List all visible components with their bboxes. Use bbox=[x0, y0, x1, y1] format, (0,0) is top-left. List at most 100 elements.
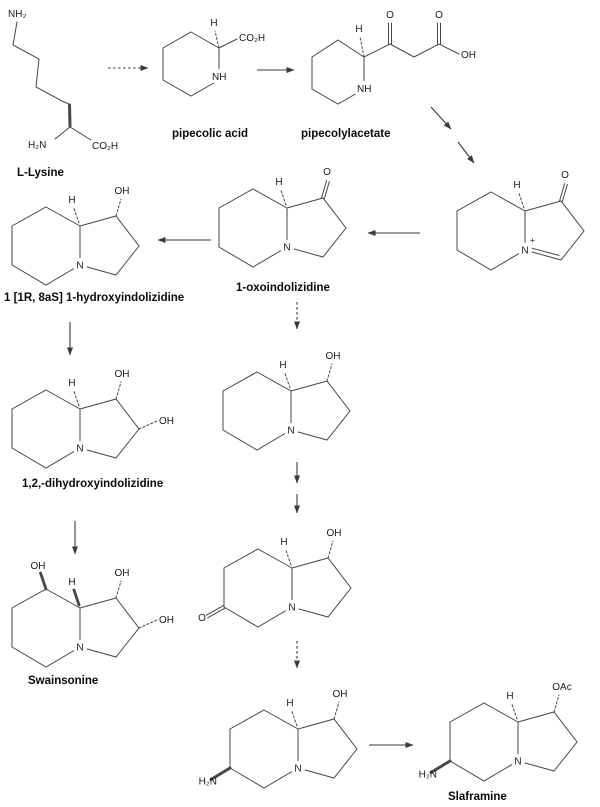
label-backing bbox=[354, 81, 378, 94]
atom-oh8-label: OH bbox=[31, 561, 46, 572]
atom-o-label: O bbox=[435, 10, 443, 21]
label-backing bbox=[284, 423, 298, 437]
ring-bonds bbox=[218, 188, 288, 268]
label-backing bbox=[73, 441, 87, 455]
ring-bonds bbox=[79, 597, 140, 658]
carbon-chain-bond bbox=[12, 21, 70, 105]
structure-pipecolylacetate: NH H O O OH bbox=[311, 10, 476, 105]
atom-oh1-label: OH bbox=[115, 369, 130, 380]
ring-bonds bbox=[162, 31, 220, 97]
ring-bonds bbox=[286, 197, 347, 258]
compound-name-dihydroxyindolizidine: 1,2,-dihydroxyindolizidine bbox=[22, 478, 163, 490]
ring-bonds bbox=[11, 206, 81, 286]
atom-oh-label: OH bbox=[115, 186, 130, 197]
atom-n-label: N bbox=[283, 243, 290, 254]
structure-amino-hydroxyindolizidine: N H OH H₂N bbox=[199, 689, 358, 789]
compound-name-swainsonine: Swainsonine bbox=[28, 675, 98, 687]
double-bond-o bbox=[561, 183, 568, 202]
atom-charge-label: + bbox=[530, 235, 535, 245]
stereo-bond-h bbox=[214, 30, 220, 49]
ring-bonds bbox=[223, 548, 293, 628]
compound-name-slaframine: Slaframine bbox=[448, 791, 507, 803]
atom-o-label: O bbox=[386, 10, 394, 21]
atom-nh2-label: NH₂ bbox=[8, 9, 26, 20]
ring-bonds bbox=[449, 702, 519, 782]
acyl-chain-bond bbox=[363, 43, 460, 58]
atom-h-label: H bbox=[355, 24, 362, 35]
atom-n-label: N bbox=[76, 643, 83, 654]
stereo-bond-h bbox=[73, 206, 80, 224]
ring-bonds bbox=[79, 215, 140, 276]
ring-bonds bbox=[517, 711, 578, 772]
wedge-bond-oh8 bbox=[39, 571, 48, 591]
stereo-bond-oh2 bbox=[138, 420, 158, 430]
wedge-bond bbox=[68, 103, 72, 128]
stereo-bond-h bbox=[518, 191, 525, 209]
wedge-bond-amine bbox=[429, 759, 452, 774]
atom-h-label: H bbox=[68, 577, 75, 588]
compound-name-l-lysine: L-Lysine bbox=[17, 167, 64, 179]
structure-1-oxoindolizidine: N H O bbox=[218, 167, 347, 268]
structure-l-lysine: NH₂ H₂N CO₂H bbox=[8, 9, 118, 152]
atom-oh2-label: OH bbox=[159, 615, 174, 626]
atom-n-label: N bbox=[76, 444, 83, 455]
ring-bonds bbox=[222, 371, 292, 451]
atom-oh-label: OH bbox=[326, 351, 341, 362]
structure-hydroxyindolizidine-intermediate: N H OH bbox=[222, 351, 351, 451]
ring-bonds bbox=[229, 709, 299, 789]
atom-h-label: H bbox=[280, 537, 287, 548]
double-bond-o bbox=[205, 605, 224, 616]
stereo-bond-h bbox=[285, 548, 292, 566]
atom-h-label: H bbox=[68, 195, 75, 206]
atom-h-label: H bbox=[275, 177, 282, 188]
structure-pipecolic-acid: NH H CO₂H bbox=[162, 18, 265, 97]
atom-o-label: O bbox=[323, 167, 331, 178]
ring-bonds bbox=[79, 398, 140, 459]
atom-oh1-label: OH bbox=[115, 568, 130, 579]
ring-bonds bbox=[456, 191, 526, 271]
structure-dihydroxyindolizidine: N H OH OH bbox=[11, 369, 174, 469]
atom-h2n-label: H₂N bbox=[199, 777, 217, 788]
ring-bonds bbox=[290, 380, 351, 441]
atom-oh-label: OH bbox=[461, 50, 476, 61]
atom-h-label: H bbox=[513, 180, 520, 191]
compound-name-1-hydroxyindolizidine: 1 [1R, 8aS] 1-hydroxyindolizidine bbox=[4, 292, 184, 304]
double-bond-o bbox=[321, 180, 328, 199]
structure-slaframine: N H OAc H₂N bbox=[419, 682, 578, 782]
double-bond-o bbox=[559, 183, 566, 202]
compound-name-pipecolic-acid: pipecolic acid bbox=[172, 128, 248, 140]
atom-n-label: N bbox=[521, 246, 528, 257]
stereo-bond-oh bbox=[333, 701, 340, 720]
atom-nh-label: NH bbox=[357, 84, 371, 95]
atom-n-label: N bbox=[287, 426, 294, 437]
structure-oxo-hydroxyindolizidine: N H OH O bbox=[198, 528, 352, 628]
compound-name-pipecolylacetate: pipecolylacetate bbox=[301, 128, 390, 140]
structure-iminium-ion: N + H O bbox=[456, 170, 585, 271]
stereo-bond-h bbox=[284, 371, 291, 389]
atom-n-label: N bbox=[288, 603, 295, 614]
label-backing bbox=[73, 640, 87, 654]
wedge-bond-h bbox=[72, 588, 81, 607]
label-backing bbox=[209, 69, 235, 83]
atom-n-label: N bbox=[76, 261, 83, 272]
atom-h2n-label: H₂N bbox=[419, 770, 437, 781]
arrow-pipecolylacetate-step2 bbox=[457, 141, 475, 164]
atom-oh-label: OH bbox=[333, 689, 348, 700]
compound-name-1-oxoindolizidine: 1-oxoindolizidine bbox=[236, 282, 330, 294]
reaction-arrows bbox=[67, 65, 475, 748]
structure-swainsonine: N H OH OH OH bbox=[11, 561, 174, 668]
stereo-bond-h bbox=[511, 702, 518, 720]
stereo-bond-oh bbox=[326, 363, 333, 382]
atom-oac-label: OAc bbox=[552, 682, 571, 693]
atom-co2h-label: CO₂H bbox=[92, 141, 118, 152]
stereo-bond-oh bbox=[115, 198, 122, 217]
label-backing bbox=[518, 243, 532, 257]
atom-h-label: H bbox=[279, 360, 286, 371]
atom-oh2-label: OH bbox=[159, 416, 174, 427]
label-backing bbox=[291, 761, 305, 775]
stereo-bond-oac bbox=[553, 694, 560, 713]
atom-h-label: H bbox=[286, 698, 293, 709]
stereo-bond-oh1 bbox=[115, 580, 122, 599]
